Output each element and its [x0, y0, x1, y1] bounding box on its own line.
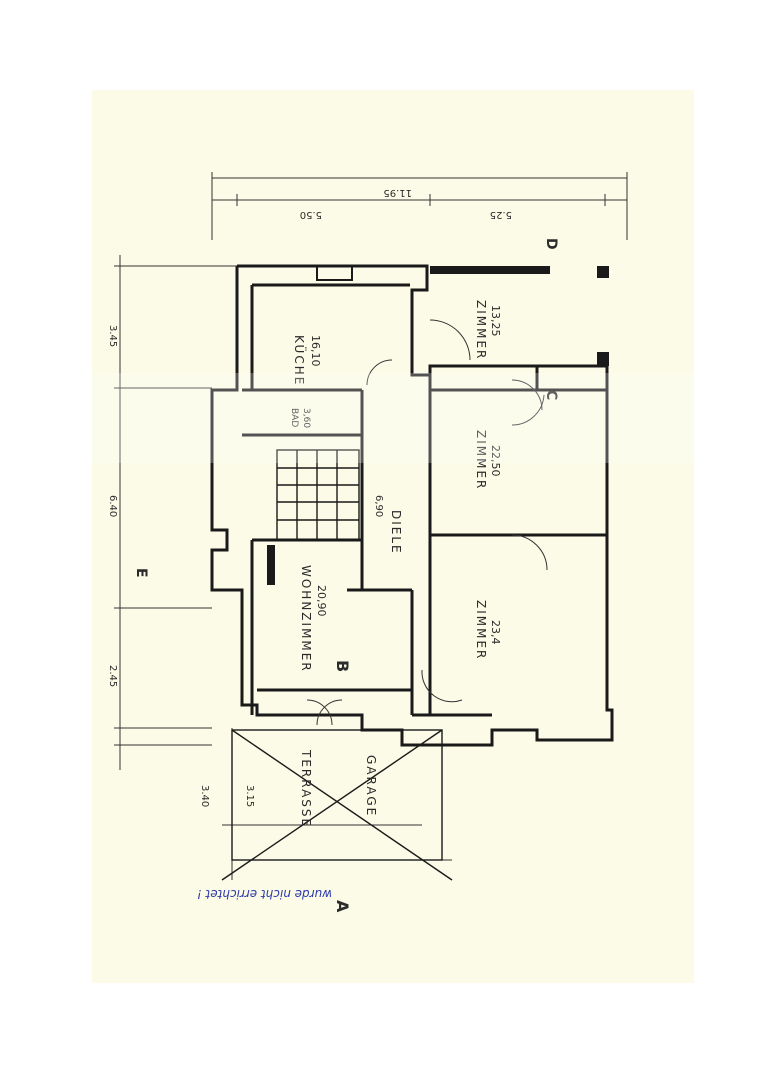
room-zimmer1-area: 13,25	[489, 305, 502, 337]
room-wohnzimmer-name: WOHNZIMMER	[299, 565, 313, 673]
dim-3-45: 3.45	[107, 325, 118, 347]
handwritten-note: wurde nicht errichtet !	[197, 887, 332, 901]
chimney	[267, 545, 275, 585]
section-mark-a: A	[333, 900, 352, 913]
walls	[210, 264, 614, 747]
room-zimmer1-name: ZIMMER	[474, 300, 488, 360]
room-garage-name: GARAGE	[364, 755, 378, 817]
room-kueche-name: KÜCHE	[292, 335, 308, 386]
crossed-out-annex	[221, 729, 453, 881]
room-wohnzimmer-area: 20,90	[315, 585, 328, 617]
room-zimmer3-name: ZIMMER	[474, 600, 488, 660]
section-mark-c: C	[543, 390, 559, 400]
section-mark-d: D	[543, 238, 559, 250]
room-zimmer2-area: 22,50	[489, 445, 502, 477]
chimney-hatch	[316, 265, 353, 281]
dim-right: 5.25	[490, 209, 512, 220]
section-mark-e: E	[133, 568, 149, 578]
room-bad-name: BAD	[289, 408, 299, 427]
staircase	[276, 449, 360, 541]
room-bad-area: 3,60	[301, 408, 311, 428]
floor-plan: 11.95 5.50 5.25 3.45 6.40 2.45 3.40 3.15…	[107, 172, 628, 913]
room-zimmer2-name: ZIMMER	[474, 430, 488, 490]
dim-3-40: 3.40	[199, 785, 210, 807]
room-diele-name: DIELE	[389, 510, 403, 555]
room-diele-area: 6,90	[373, 495, 384, 517]
dim-6-40: 6.40	[107, 495, 118, 517]
room-kueche-area: 16,10	[309, 335, 322, 367]
wall-corner	[597, 266, 609, 278]
dim-total: 11.95	[383, 187, 412, 198]
room-zimmer3-area: 23,4	[489, 620, 502, 645]
dim-left: 5.50	[300, 209, 322, 220]
section-mark-b: B	[333, 660, 352, 672]
dim-2-45: 2.45	[107, 665, 118, 687]
solid-wall-segment	[430, 266, 550, 274]
room-terrasse-name: TERRASSE	[299, 749, 313, 828]
floor-plan-sheet: 11.95 5.50 5.25 3.45 6.40 2.45 3.40 3.15…	[92, 90, 694, 983]
dim-3-15: 3.15	[244, 785, 255, 807]
wall-corner	[597, 352, 609, 366]
